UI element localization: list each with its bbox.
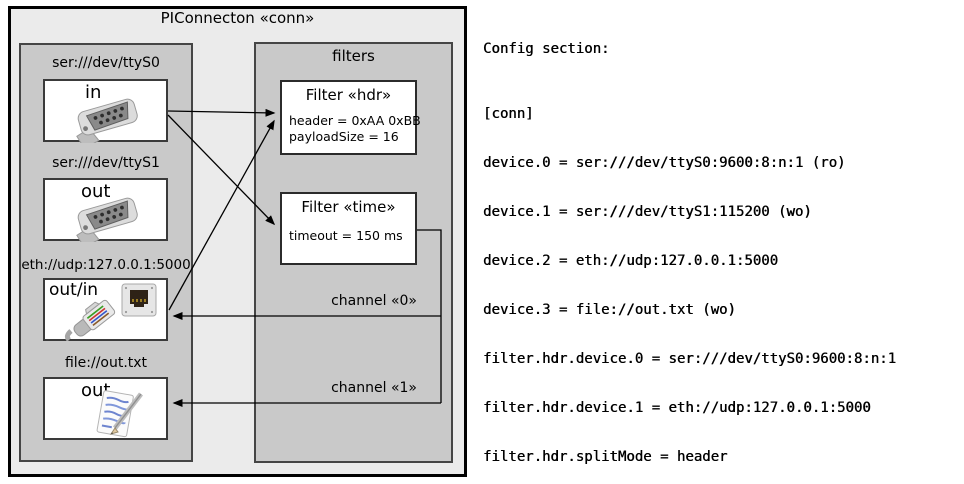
device-2-box: out/in [43, 278, 168, 341]
config-line: filter.hdr.splitMode = header [483, 448, 728, 465]
channel-1-label: channel «1» [331, 380, 417, 396]
config-line: device.3 = file://out.txt (wo) [483, 301, 736, 318]
device-2-label: eth://udp:127.0.0.1:5000 [21, 257, 191, 273]
filter-time-title: Filter «time» [301, 198, 396, 216]
filter-hdr-title: Filter «hdr» [305, 86, 392, 104]
filter-time-attr-timeout: timeout = 150 ms [289, 228, 403, 243]
serial-connector-icon [76, 197, 138, 242]
ethernet-jack-icon [121, 283, 157, 317]
config-section: Config section: [conn] device.0 = ser://… [483, 8, 961, 484]
device-1-label: ser:///dev/ttyS1 [52, 155, 160, 171]
device-1-box: out [43, 178, 168, 242]
device-0-label: ser:///dev/ttyS0 [52, 55, 160, 71]
config-line: filter.hdr.device.0 = ser:///dev/ttyS0:9… [483, 350, 897, 367]
device-0-box: in [43, 79, 168, 143]
filter-hdr-attr-payloadsize: payloadSize = 16 [289, 129, 399, 144]
device-3-box: out [43, 377, 168, 440]
channel-0-label: channel «0» [331, 293, 417, 309]
serial-connector-icon [76, 98, 138, 143]
device-2-port-label: out/in [49, 280, 99, 300]
filter-time-box: Filter «time» timeout = 150 ms [280, 192, 417, 265]
config-line: [conn] [483, 105, 534, 122]
config-heading: Config section: [483, 40, 610, 57]
rj45-cable-icon [64, 299, 116, 341]
device-3-label: file://out.txt [64, 355, 148, 371]
config-line: device.0 = ser:///dev/ttyS0:9600:8:n:1 (… [483, 154, 846, 171]
device-0-port-label: in [85, 82, 102, 103]
filter-hdr-box: Filter «hdr» header = 0xAA 0xBB payloadS… [280, 80, 421, 155]
device-1-port-label: out [81, 181, 111, 202]
config-line: filter.hdr.device.1 = eth://udp:127.0.0.… [483, 399, 871, 416]
config-line: device.1 = ser:///dev/ttyS1:115200 (wo) [483, 203, 812, 220]
config-line: device.2 = eth://udp:127.0.0.1:5000 [483, 252, 779, 269]
notepad-icon [96, 390, 143, 438]
filters-title: filters [332, 47, 375, 65]
diagram-title: PIConnecton «conn» [160, 9, 315, 27]
filter-hdr-attr-header: header = 0xAA 0xBB [289, 113, 421, 128]
